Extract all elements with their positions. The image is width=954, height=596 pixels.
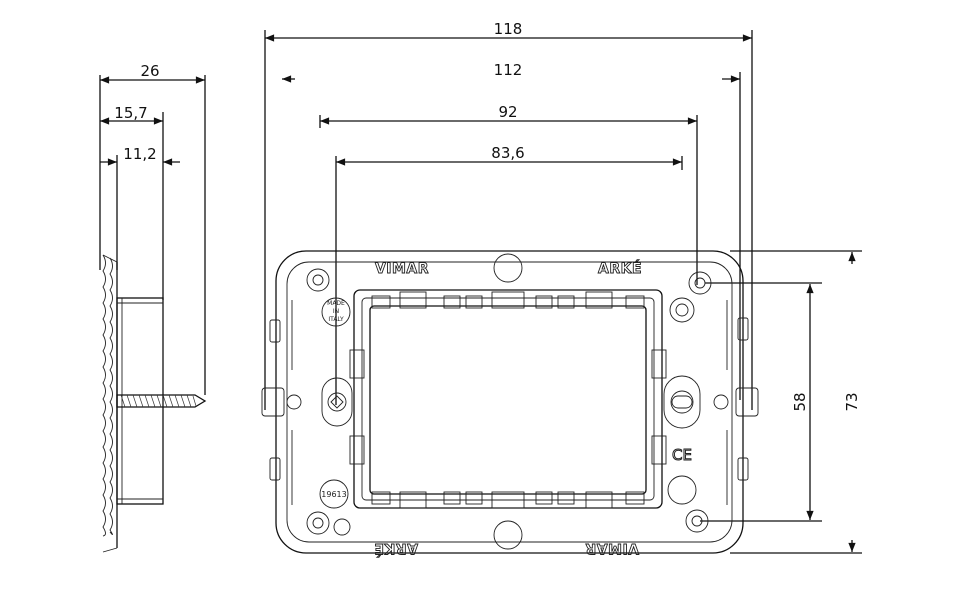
made-in-italy-line-1: MADE xyxy=(327,300,345,307)
series-bottom: ARKÉ xyxy=(374,540,418,557)
frame-teeth xyxy=(349,291,667,509)
dim-label-15-7: 15,7 xyxy=(114,104,147,122)
dim-label-118: 118 xyxy=(494,20,523,38)
screw xyxy=(116,394,207,408)
dim-label-83-6: 83,6 xyxy=(491,144,524,162)
box-body xyxy=(116,297,164,505)
flange-edge-outer xyxy=(102,254,106,537)
flange-bottom xyxy=(102,547,118,553)
module-frame xyxy=(353,289,663,509)
side-view: 26 15,7 11,2 xyxy=(99,62,207,553)
plate-outline xyxy=(275,250,744,554)
made-in-italy-badge: MADE IN ITALY xyxy=(321,297,351,327)
dim-label-112: 112 xyxy=(494,61,523,79)
dim-label-26: 26 xyxy=(140,62,159,80)
module-frame-inner xyxy=(361,297,655,501)
flange-top xyxy=(102,254,118,263)
dim-label-11-2: 11,2 xyxy=(123,145,156,163)
flange-edge-inner xyxy=(109,257,113,535)
front-view: 118 112 92 83,6 73 58 xyxy=(261,20,862,557)
dim-label-73: 73 xyxy=(843,392,861,411)
made-in-italy-line-3: ITALY xyxy=(328,316,344,323)
fixing-hole-left xyxy=(321,377,353,427)
part-code: 19613 xyxy=(321,490,346,499)
corner-holes xyxy=(286,268,729,536)
series-top: ARKÉ xyxy=(598,260,642,277)
bottom-notch xyxy=(493,520,523,550)
dim-label-92: 92 xyxy=(498,103,517,121)
ce-mark: CE xyxy=(672,446,692,464)
part-code-badge: 19613 xyxy=(319,479,349,509)
brand-bottom: VIMAR xyxy=(585,540,639,556)
module-opening xyxy=(369,305,647,495)
brand-top: VIMAR xyxy=(375,261,429,277)
made-in-italy-line-2: IN xyxy=(333,308,339,315)
top-notch xyxy=(493,253,523,283)
fixing-hole-right xyxy=(663,375,701,429)
side-clips xyxy=(261,300,759,505)
dim-label-58: 58 xyxy=(791,392,809,411)
